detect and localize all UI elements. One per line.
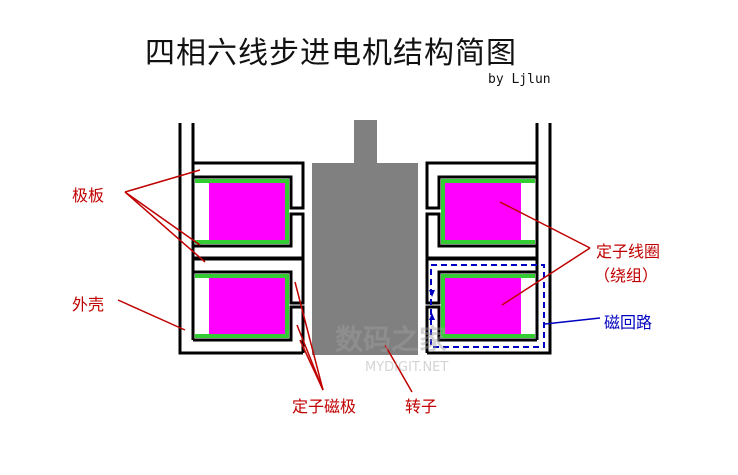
insulation	[195, 179, 535, 338]
rotor	[312, 120, 418, 355]
label-stator-coil: 定子线圈	[596, 242, 661, 261]
watermark: 数码之家	[335, 323, 448, 356]
flux-leader-line	[544, 317, 601, 325]
housing	[178, 123, 552, 355]
author-credit: by Ljlun	[488, 72, 551, 87]
leader-lines	[117, 169, 591, 393]
label-rotor: 转子	[405, 397, 438, 416]
page-title: 四相六线步进电机结构简图	[145, 36, 517, 71]
right-stator-poles	[425, 161, 537, 353]
label-winding: （绕组）	[594, 266, 659, 285]
label-housing: 外壳	[72, 295, 105, 314]
magnetic-circuit-path	[429, 264, 545, 348]
watermark-url: MYDIGIT.NET	[365, 360, 449, 375]
left-stator-poles	[193, 161, 305, 353]
label-stator-pole: 定子磁极	[292, 397, 357, 416]
label-magnetic-circuit: 磁回路	[604, 313, 653, 332]
label-pole-plate: 极板	[72, 186, 105, 205]
coils	[209, 183, 521, 334]
